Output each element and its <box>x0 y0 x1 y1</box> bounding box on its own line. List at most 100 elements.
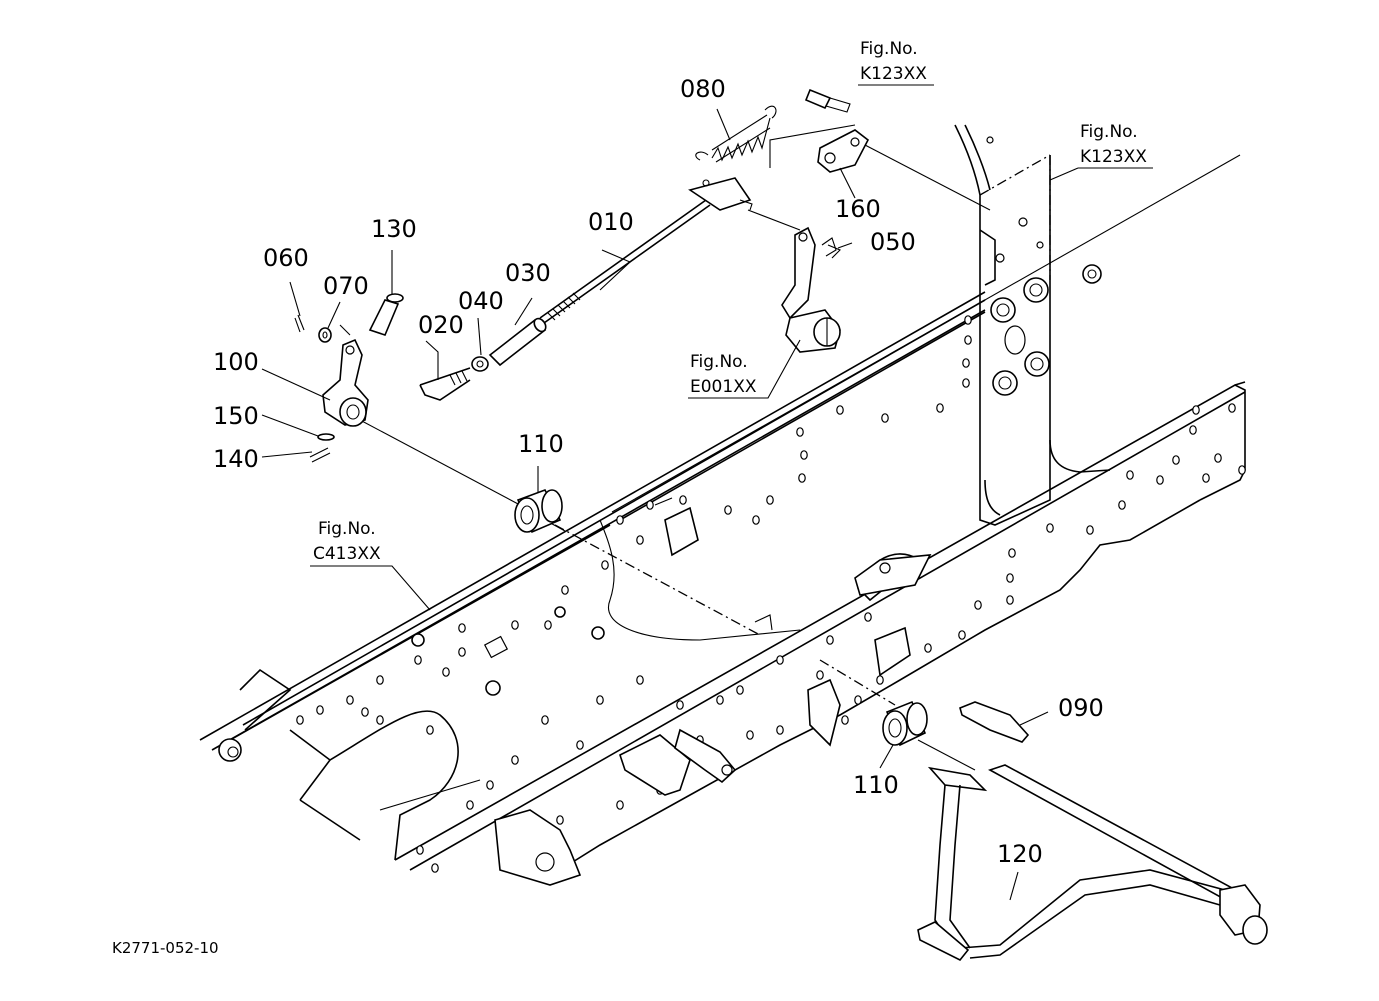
part-090-pedal-pad <box>959 701 1030 743</box>
frame-hole <box>1118 500 1126 510</box>
frame-hole <box>962 358 970 368</box>
frame-hole <box>766 495 774 505</box>
fig-ref-shaft-prefix: Fig.No. <box>690 352 748 372</box>
brake-shaft-arm <box>781 226 841 353</box>
frame-hole <box>924 643 932 653</box>
frame-hole <box>752 515 760 525</box>
frame-hole <box>1008 548 1016 558</box>
frame-hole <box>486 780 494 790</box>
frame-hole <box>1006 573 1014 583</box>
frame-hole <box>376 715 384 725</box>
part-070-washer <box>318 327 332 343</box>
frame-floor-plate <box>229 524 611 886</box>
drawing-code: K2771-052-10 <box>112 939 219 957</box>
frame-hole <box>1202 473 1210 483</box>
callout-110-rear: 110 <box>518 430 564 458</box>
frame-hole <box>466 800 474 810</box>
frame-hole <box>646 500 654 510</box>
frame-hole <box>1189 425 1197 435</box>
frame-hole <box>442 667 450 677</box>
part-130-clevis-pin <box>368 293 404 336</box>
frame-hole <box>776 655 784 665</box>
frame-hole <box>841 715 849 725</box>
fig-ref-top-code: K123XX <box>860 64 927 84</box>
frame-hole <box>1126 470 1134 480</box>
frame-hole <box>1238 465 1246 475</box>
fig-ref-frame-prefix: Fig.No. <box>318 519 376 539</box>
frame-hole <box>511 755 519 765</box>
frame-hole <box>958 630 966 640</box>
part-120-brake-pedal <box>917 764 1268 962</box>
frame-holes <box>296 315 1246 873</box>
part-030-turnbuckle <box>488 317 547 367</box>
frame-hole <box>376 675 384 685</box>
frame-hole <box>561 585 569 595</box>
frame-hole <box>974 600 982 610</box>
frame-hole <box>854 695 862 705</box>
frame-hole <box>964 315 972 325</box>
callout-090: 090 <box>1058 694 1104 722</box>
frame-nuts <box>218 264 1102 762</box>
frame-hole <box>458 647 466 657</box>
frame-hole <box>541 715 549 725</box>
fig-ref-right-prefix: Fig.No. <box>1080 122 1138 142</box>
part-060-cotter-pin <box>294 314 305 333</box>
part-160-bracket <box>804 88 870 173</box>
frame-hole <box>746 730 754 740</box>
fig-ref-right-code: K123XX <box>1080 147 1147 167</box>
callout-labels: 010 020 030 040 050 060 070 080 090 100 … <box>213 75 1104 868</box>
fig-ref-shaft-code: E001XX <box>690 377 757 397</box>
frame-hole <box>616 800 624 810</box>
fig-ref-frame-code: C413XX <box>313 544 381 564</box>
part-020-rod-end <box>419 367 471 401</box>
callout-060: 060 <box>263 244 309 272</box>
frame-hole <box>679 495 687 505</box>
frame-hole <box>881 413 889 423</box>
fig-ref-top-prefix: Fig.No. <box>860 39 918 59</box>
callout-160: 160 <box>835 195 881 223</box>
frame-hole <box>962 378 970 388</box>
frame-hole <box>964 335 972 345</box>
assembly-center-lines <box>339 124 991 771</box>
frame-hole <box>864 612 872 622</box>
frame-hole <box>716 695 724 705</box>
part-080-return-spring <box>695 105 777 163</box>
callout-020: 020 <box>418 311 464 339</box>
leader-lines <box>261 84 1153 901</box>
frame-hole <box>511 620 519 630</box>
callout-100: 100 <box>213 348 259 376</box>
frame-hole <box>416 845 424 855</box>
callout-110-front: 110 <box>853 771 899 799</box>
frame-hole <box>1172 455 1180 465</box>
frame-hole <box>776 725 784 735</box>
callout-120: 120 <box>997 840 1043 868</box>
callout-030: 030 <box>505 259 551 287</box>
frame-rear-rail <box>199 154 1241 751</box>
frame-hole <box>316 705 324 715</box>
frame-hole <box>836 405 844 415</box>
frame-hole <box>414 655 422 665</box>
part-110-bushing-front <box>882 700 928 747</box>
frame-hole <box>936 403 944 413</box>
frame-hole <box>361 707 369 717</box>
frame-hole <box>616 515 624 525</box>
frame-hole <box>798 473 806 483</box>
frame-hole <box>576 740 584 750</box>
part-100-lever-arm <box>322 338 369 427</box>
part-050-clip <box>821 237 837 257</box>
frame-hole <box>458 623 466 633</box>
frame-brackets <box>599 497 932 796</box>
callout-080: 080 <box>680 75 726 103</box>
callout-070: 070 <box>323 272 369 300</box>
frame-hole <box>636 675 644 685</box>
frame-vertical-panel <box>954 124 1111 526</box>
frame-hole <box>1086 525 1094 535</box>
frame-hole <box>1192 405 1200 415</box>
frame-hole <box>596 695 604 705</box>
part-040-nut <box>471 356 489 372</box>
frame-hole <box>346 695 354 705</box>
part-140-spring-pin <box>309 447 331 463</box>
callout-140: 140 <box>213 445 259 473</box>
callout-010: 010 <box>588 208 634 236</box>
